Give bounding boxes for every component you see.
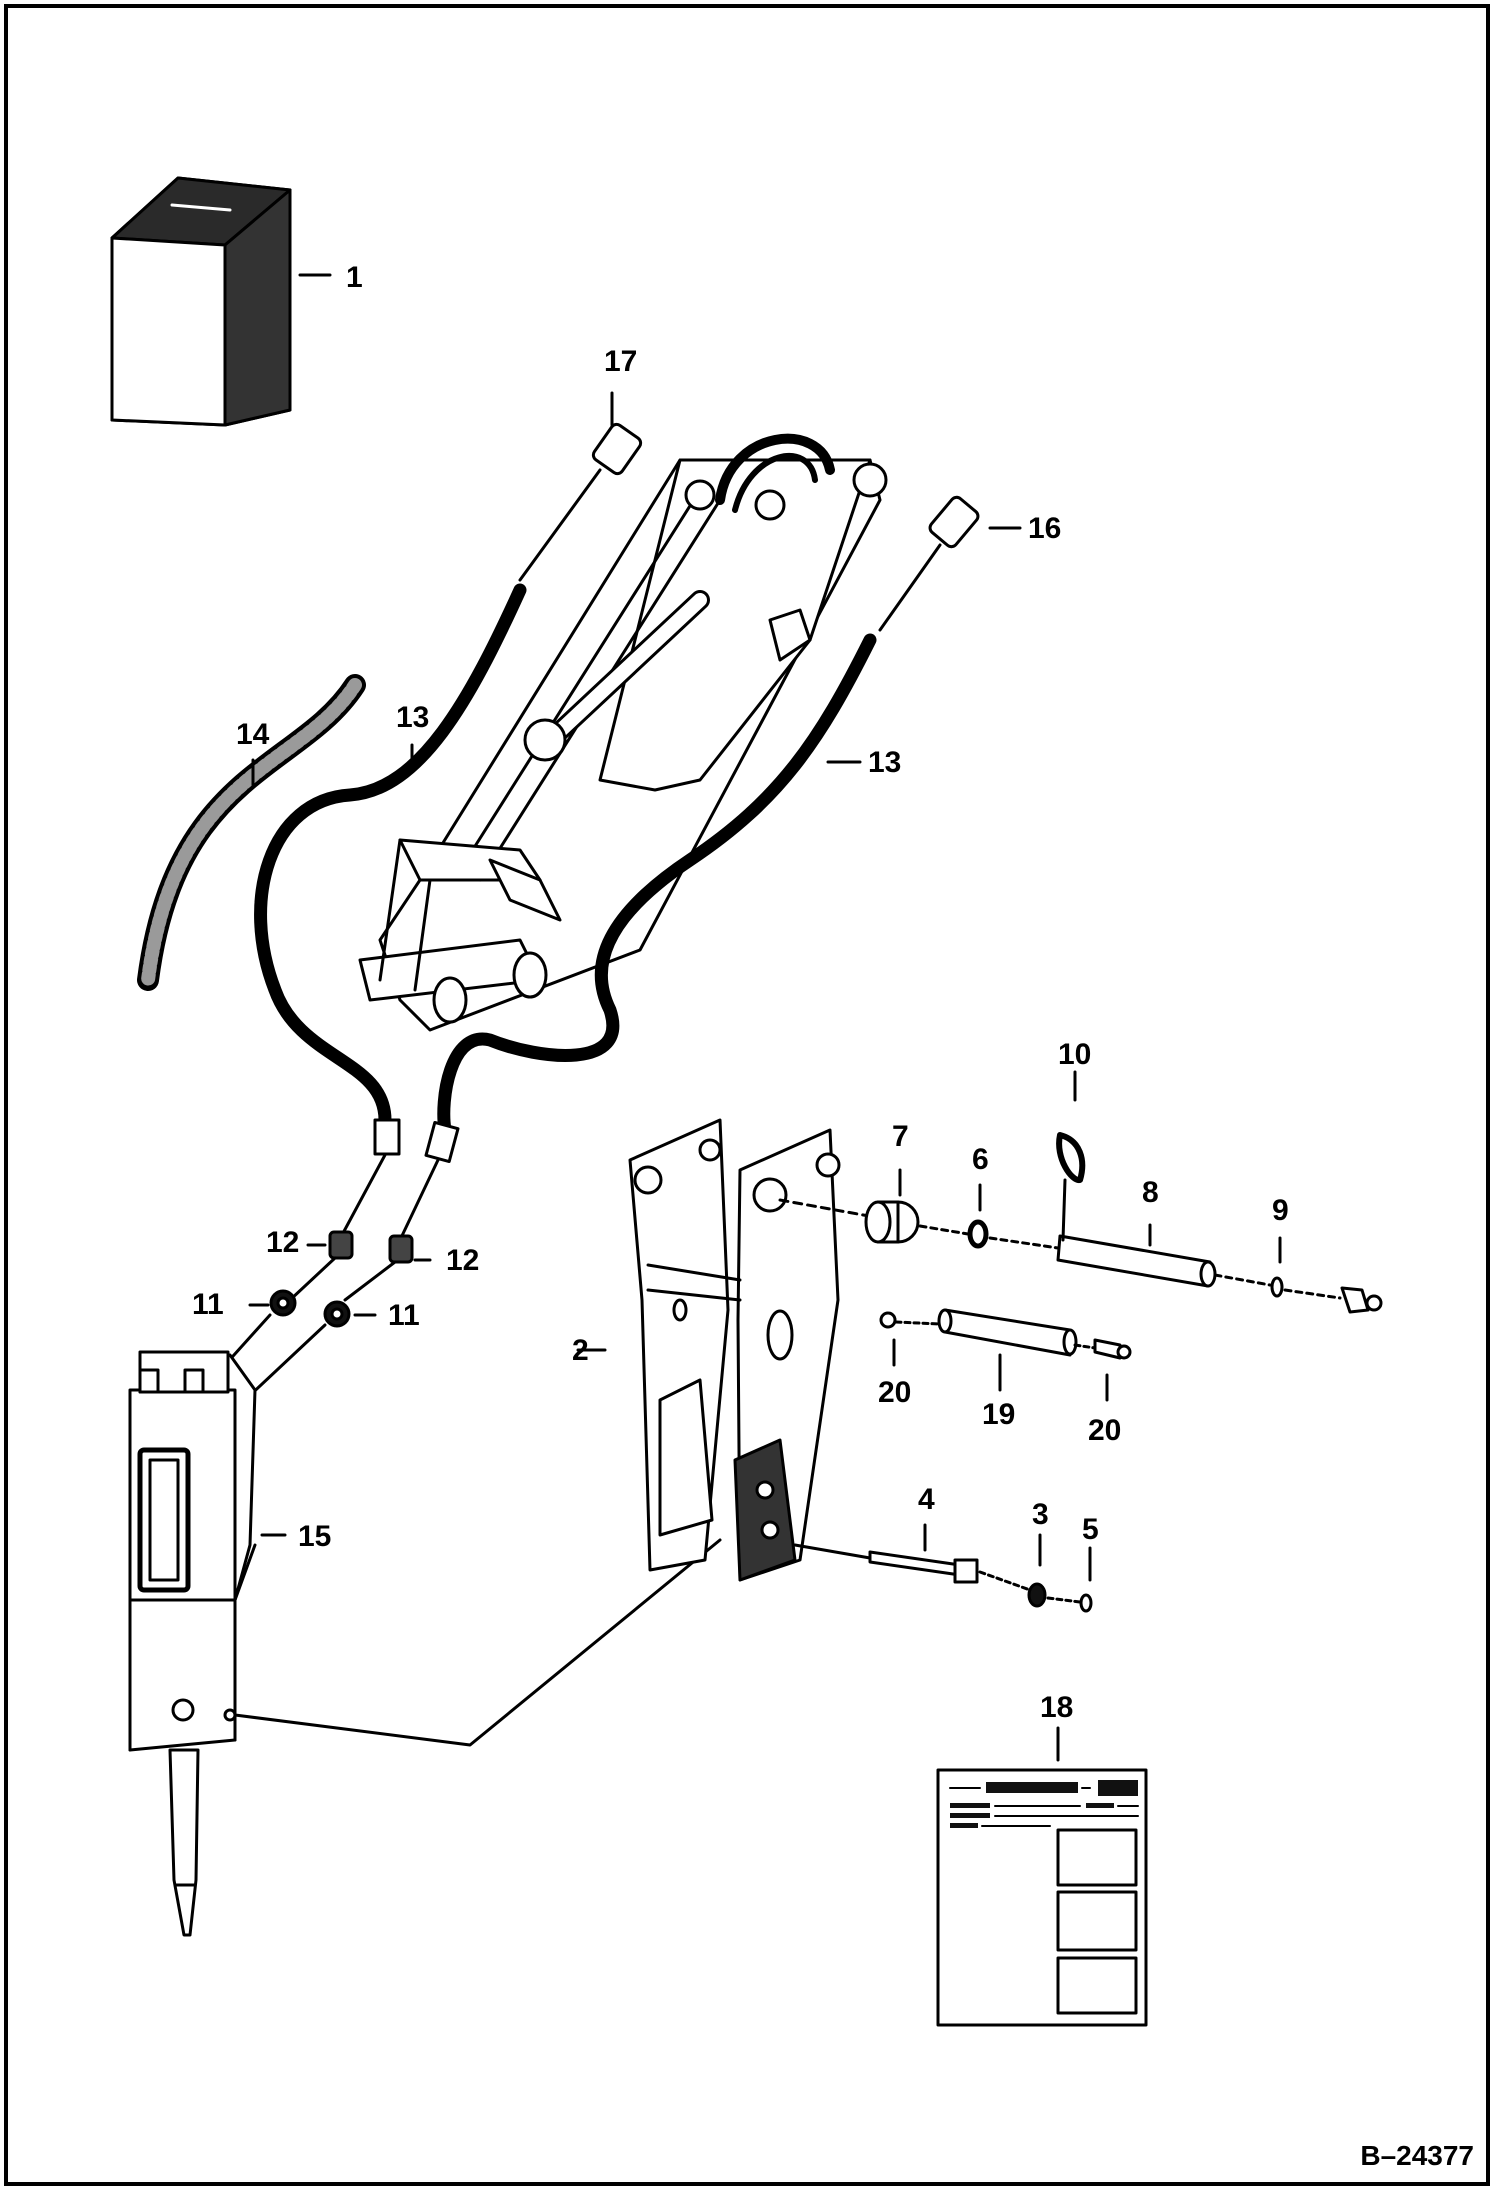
boom-arm bbox=[358, 433, 888, 1032]
callout-9: 9 bbox=[1272, 1194, 1289, 1227]
item-8-pin-assembly bbox=[778, 1070, 1383, 1314]
callout-2: 2 bbox=[572, 1334, 589, 1367]
item-2-mounting-bracket bbox=[576, 1118, 841, 1582]
callout-17: 17 bbox=[604, 345, 638, 378]
callout-12-left: 12 bbox=[266, 1226, 300, 1259]
item-17-fitting bbox=[518, 391, 643, 582]
item-14-sleeve bbox=[137, 674, 366, 991]
callout-11-left: 11 bbox=[192, 1288, 224, 1321]
callout-19: 19 bbox=[982, 1398, 1016, 1431]
callout-1: 1 bbox=[346, 261, 363, 294]
item-16-fitting bbox=[878, 495, 1022, 632]
item-13-hose-ends bbox=[340, 743, 862, 1242]
item-12-fittings bbox=[288, 1230, 432, 1302]
callout-6: 6 bbox=[972, 1143, 989, 1176]
callout-13-left: 13 bbox=[396, 701, 430, 734]
callout-15: 15 bbox=[298, 1520, 332, 1553]
callout-12-right: 12 bbox=[446, 1244, 480, 1277]
callout-3: 3 bbox=[1032, 1498, 1049, 1531]
item-13-hoses bbox=[254, 583, 877, 1137]
callout-20-right: 20 bbox=[1088, 1414, 1122, 1447]
item-19-pin-and-bolts bbox=[879, 1308, 1132, 1402]
callout-16: 16 bbox=[1028, 512, 1062, 545]
callout-5: 5 bbox=[1082, 1513, 1099, 1546]
diagram-border bbox=[4, 4, 1490, 2186]
callout-20-left: 20 bbox=[878, 1376, 912, 1409]
callout-13-right: 13 bbox=[868, 746, 902, 779]
drawing-number: B–24377 bbox=[1360, 2140, 1474, 2171]
item-4-bolt-assembly bbox=[793, 1523, 1093, 1613]
callout-14: 14 bbox=[236, 718, 270, 751]
callout-11-right: 11 bbox=[388, 1299, 420, 1332]
item-15-breaker bbox=[128, 1350, 722, 1937]
callout-8: 8 bbox=[1142, 1176, 1159, 1209]
callout-18: 18 bbox=[1040, 1691, 1074, 1724]
callout-10: 10 bbox=[1058, 1038, 1092, 1071]
callout-4: 4 bbox=[918, 1483, 935, 1516]
item-1-box bbox=[110, 176, 332, 427]
callout-7: 7 bbox=[892, 1120, 909, 1153]
item-18-instruction-sheet bbox=[936, 1726, 1148, 2027]
